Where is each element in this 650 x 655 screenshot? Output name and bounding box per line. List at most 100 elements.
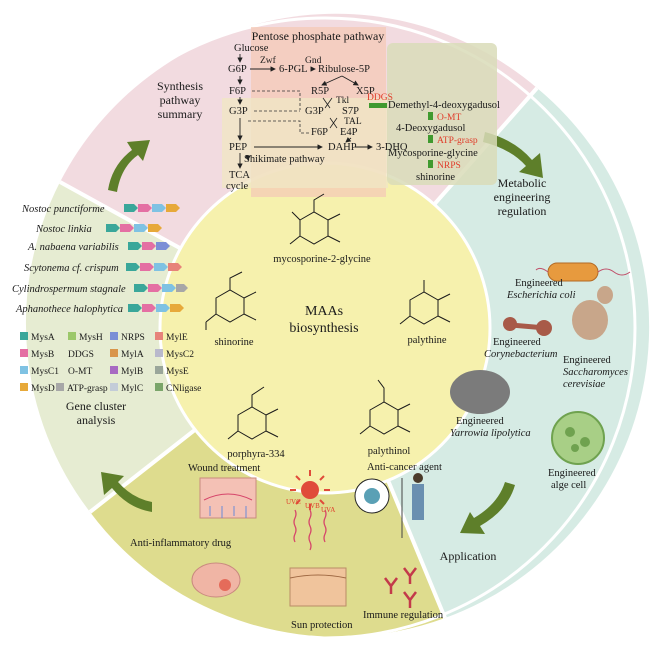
org-yeast-line1: Engineered — [563, 355, 612, 366]
node-shikimate: Shikimate pathway — [244, 154, 326, 165]
node-g6p: G6P — [228, 64, 247, 75]
node-s7p: S7P — [342, 106, 359, 117]
enzyme-tal: TAL — [344, 117, 362, 127]
skin-wound-icon — [199, 477, 257, 519]
center-title-line1: MAAs — [305, 304, 343, 319]
label-shinorine: shinorine — [214, 337, 253, 348]
step-mycosporine-glycine: Mycosporine-glycine — [388, 148, 478, 159]
legend-item: MysE — [155, 366, 189, 377]
node-g3p-2: G3P — [305, 106, 324, 117]
pathway-dashed — [248, 90, 310, 134]
section-gene-label: Gene cluster analysis — [66, 399, 126, 427]
molecule-shinorine — [205, 271, 257, 330]
legend-item: MylA — [110, 349, 144, 360]
org-ecoli-line2: Escherichia coli — [506, 290, 576, 301]
svg-text:MysC2: MysC2 — [166, 350, 194, 360]
svg-text:CNligase: CNligase — [166, 384, 201, 394]
gene-legend: MysA MysH NRPS MylE MysB DDGS MylA MysC2… — [20, 332, 201, 394]
svg-text:MylC: MylC — [121, 384, 143, 394]
arrow-application-to-gene — [101, 472, 152, 512]
skin-layer-icon — [289, 567, 347, 607]
species-row: Nostoc linkia — [35, 224, 162, 235]
app-wound: Wound treatment — [188, 463, 260, 474]
uvc-label: UVC — [286, 498, 301, 506]
cycle-arrows — [101, 132, 543, 534]
org-yeast-line2: Saccharomyces — [563, 367, 628, 378]
node-glucose: Glucose — [234, 43, 269, 54]
uvb-label: UVB — [305, 502, 320, 510]
species-label: Scytonema cf. crispum — [24, 263, 119, 274]
species-row: Cylindrospermum stagnale — [12, 284, 188, 295]
section-application-label: Application — [440, 549, 497, 563]
brain-icon — [191, 562, 241, 598]
node-g3p: G3P — [229, 106, 248, 117]
node-tca: TCA — [229, 170, 250, 181]
enzyme-gnd: Gnd — [305, 56, 322, 66]
legend-item: CNligase — [155, 383, 201, 394]
corynebacterium-icon — [503, 317, 552, 336]
enzyme-omt: O-MT — [437, 113, 461, 123]
org-algae-line1: Engineered — [548, 468, 597, 479]
legend-item: MylE — [155, 332, 188, 343]
legend-item: DDGS — [68, 350, 94, 360]
step-demethyl: Demethyl-4-deoxygadusol — [388, 100, 500, 111]
svg-text:Synthesis: Synthesis — [157, 79, 203, 93]
node-f6p: F6P — [229, 86, 246, 97]
center-content — [205, 193, 451, 440]
maa-box — [387, 43, 497, 185]
legend-item: NRPS — [110, 332, 145, 343]
section-metabolic-label: Metabolic engineering regulation — [494, 176, 551, 218]
molecule-porphyra-334 — [227, 386, 279, 440]
legend-item: ATP-grasp — [56, 383, 108, 394]
svg-text:regulation: regulation — [498, 204, 547, 218]
species-row: A. nabaena variabilis — [27, 242, 170, 253]
svg-text:engineering: engineering — [494, 190, 551, 204]
svg-text:analysis: analysis — [77, 413, 116, 427]
molecule-palythinol — [359, 379, 411, 435]
node-cycle: cycle — [226, 181, 248, 192]
org-yarrowia-line1: Engineered — [456, 416, 505, 427]
svg-text:MysE: MysE — [166, 367, 189, 377]
svg-text:MysB: MysB — [31, 350, 54, 360]
enzyme-nrps: NRPS — [437, 161, 461, 171]
enzyme-ddgs: DDGS — [367, 93, 393, 103]
legend-item: MysC1 — [20, 366, 59, 377]
legend-item: MylB — [110, 366, 143, 377]
svg-text:MysA: MysA — [31, 333, 55, 343]
node-x5p: X5P — [356, 86, 375, 97]
svg-text:Gene cluster: Gene cluster — [66, 399, 126, 413]
application-illustrations: UVC UVB UVA — [191, 470, 424, 608]
svg-text:O-MT: O-MT — [68, 367, 92, 377]
molecule-palythine — [399, 280, 451, 325]
enzyme-atp-grasp: ATP-grasp — [437, 136, 478, 146]
lower-box — [222, 98, 388, 188]
org-yeast-line3: cerevisiae — [563, 379, 606, 390]
node-f6p-2: F6P — [311, 127, 328, 138]
pathway-panel: Pentose phosphate pathway Glucose G6P 6-… — [222, 27, 500, 197]
pathway-arrows — [237, 54, 373, 169]
org-yarrowia-line2: Yarrowia lipolytica — [450, 428, 531, 439]
node-3dhq: 3-DHQ — [376, 142, 408, 153]
yarrowia-icon — [450, 370, 510, 414]
species-label: Nostoc punctiforme — [21, 204, 105, 215]
svg-text:NRPS: NRPS — [121, 333, 145, 343]
node-ribulose: Ribulose-5P — [318, 64, 370, 75]
step-shinorine: shinorine — [416, 172, 455, 183]
svg-text:summary: summary — [158, 107, 203, 121]
svg-text:ATP-grasp: ATP-grasp — [67, 384, 108, 394]
organism-labels: Engineered Escherichia coli Engineered C… — [450, 278, 628, 491]
svg-text:pathway: pathway — [160, 93, 201, 107]
legend-item: MylC — [110, 383, 143, 394]
legend-item: O-MT — [68, 367, 92, 377]
org-coryne-line2: Corynebacterium — [484, 349, 558, 360]
legend-item: MysD — [20, 383, 55, 394]
app-sun-protection: Sun protection — [291, 620, 353, 631]
enzyme-zwf: Zwf — [260, 55, 277, 66]
tumor-cell-icon — [354, 478, 390, 514]
svg-text:MylA: MylA — [121, 350, 144, 360]
org-coryne-line1: Engineered — [493, 337, 542, 348]
svg-text:MylB: MylB — [121, 367, 143, 377]
application-labels: Wound treatment Anti-cancer agent Anti-i… — [130, 462, 444, 631]
legend-item: MysC2 — [155, 349, 194, 360]
species-row: Aphanothece halophytica — [15, 304, 184, 315]
